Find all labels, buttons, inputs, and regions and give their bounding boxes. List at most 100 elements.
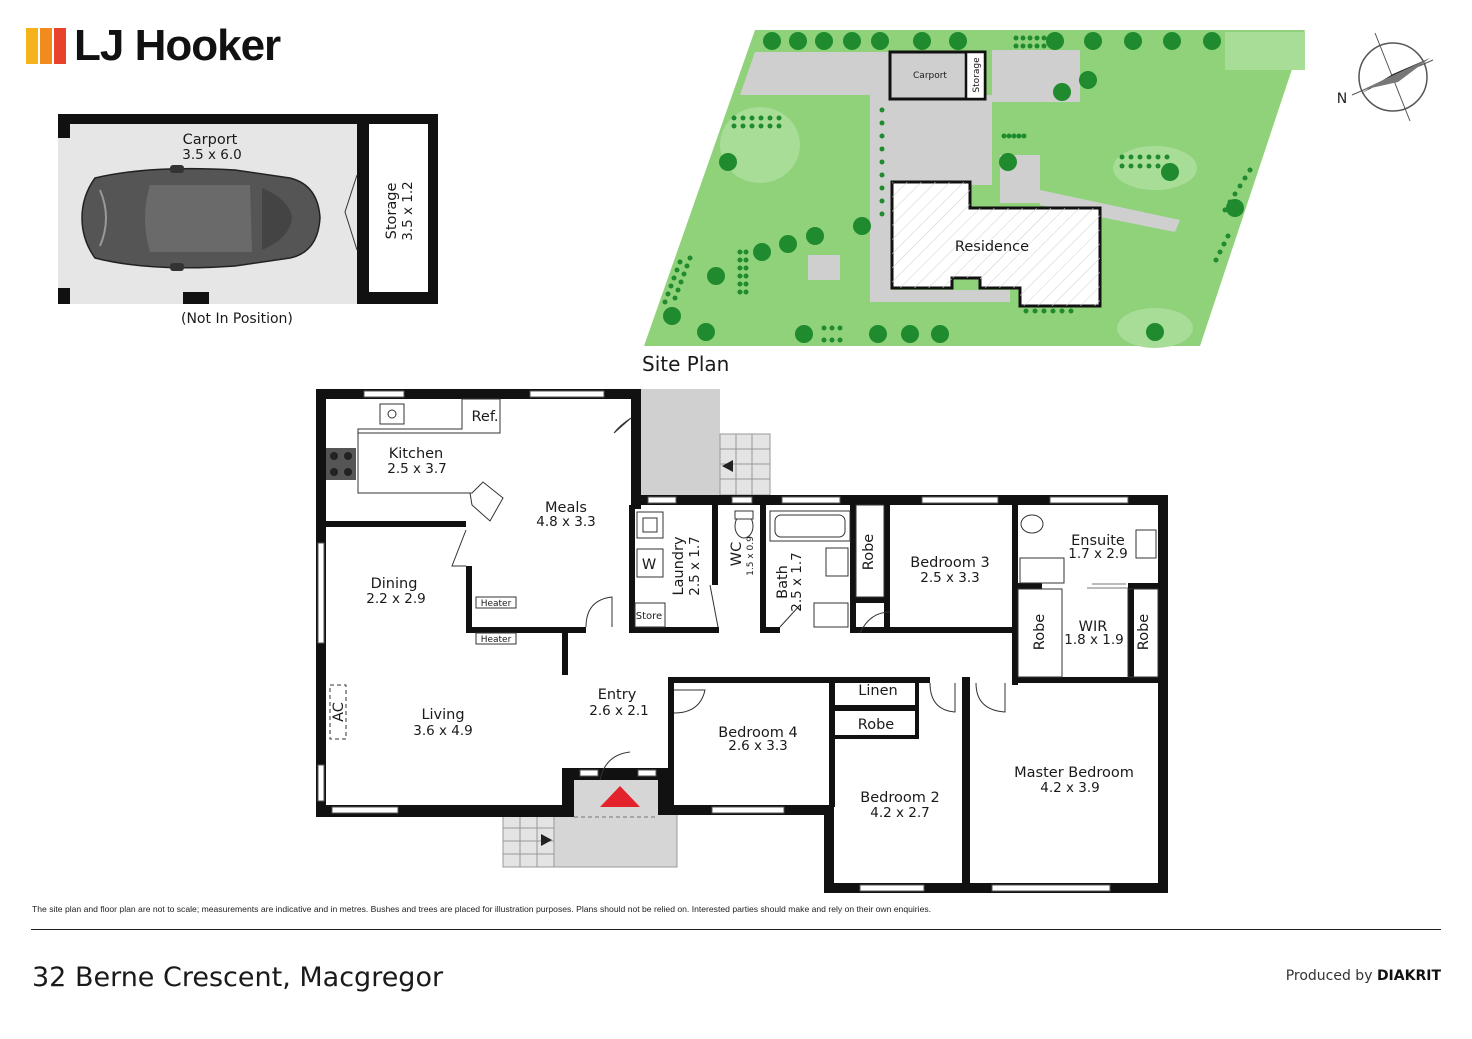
bush	[837, 337, 843, 343]
washer-label: W	[642, 557, 656, 573]
bush	[1137, 154, 1143, 160]
site-plan-title: Site Plan	[642, 352, 730, 376]
bush	[731, 123, 737, 129]
tree	[1163, 32, 1181, 50]
bush	[749, 115, 755, 121]
wc-name: WC	[729, 542, 745, 566]
bush	[1034, 35, 1040, 41]
bush	[1221, 241, 1227, 247]
bush	[1225, 233, 1231, 239]
bush	[1119, 154, 1125, 160]
bush	[749, 123, 755, 129]
bush	[675, 287, 681, 293]
bush	[743, 257, 749, 263]
bush	[1119, 163, 1125, 169]
bush	[737, 273, 743, 279]
compass-north-label: N	[1337, 91, 1347, 107]
site-plan: Carport Storage Residence	[644, 30, 1305, 348]
tree	[1203, 32, 1221, 50]
bush	[1013, 35, 1019, 41]
bush	[1164, 163, 1170, 169]
bush	[1128, 163, 1134, 169]
bush	[737, 249, 743, 255]
bush	[1050, 308, 1056, 314]
tree	[1079, 71, 1097, 89]
bush	[668, 283, 674, 289]
bush	[821, 337, 827, 343]
bush	[879, 185, 885, 191]
bush	[687, 255, 693, 261]
bush	[837, 325, 843, 331]
ensuite-name: Ensuite	[1071, 533, 1125, 549]
bush	[665, 291, 671, 297]
bush	[737, 289, 743, 295]
bush	[1032, 308, 1038, 314]
carport-plan: Carport 3.5 x 6.0 Storage 3.5 x 1.2	[58, 114, 438, 304]
tree	[1124, 32, 1142, 50]
bush	[743, 249, 749, 255]
bedroom3-name: Bedroom 3	[910, 555, 989, 571]
bush	[672, 295, 678, 301]
bush	[1013, 43, 1019, 49]
bedroom2-dim: 4.2 x 2.7	[870, 805, 930, 821]
bush	[681, 271, 687, 277]
tree	[913, 32, 931, 50]
robe-bedroom3: Robe	[861, 534, 877, 570]
compass: N	[1337, 32, 1434, 122]
kitchen-dim: 2.5 x 3.7	[387, 461, 447, 477]
bush	[740, 115, 746, 121]
tree	[1161, 163, 1179, 181]
bush	[1222, 207, 1228, 213]
bush	[879, 133, 885, 139]
entry-marker	[600, 786, 640, 807]
bush	[879, 211, 885, 217]
laundry-dim: 2.5 x 1.7	[687, 536, 703, 596]
bush	[1034, 43, 1040, 49]
bush	[1227, 199, 1233, 205]
store-label: Store	[636, 611, 662, 622]
living-dim: 3.6 x 4.9	[413, 723, 473, 739]
bedroom2-name: Bedroom 2	[860, 790, 939, 806]
linen-label: Linen	[858, 683, 897, 699]
logo-stripes	[26, 28, 66, 64]
bush	[776, 123, 782, 129]
bush	[1128, 154, 1134, 160]
bush	[662, 299, 668, 305]
bush	[776, 115, 782, 121]
tree	[853, 217, 871, 235]
tree	[999, 153, 1017, 171]
bush	[879, 120, 885, 126]
bush	[1041, 43, 1047, 49]
tree	[1084, 32, 1102, 50]
wir-name: WIR	[1079, 619, 1108, 635]
heater-label-2: Heater	[481, 635, 512, 645]
dining-dim: 2.2 x 2.9	[366, 591, 426, 607]
ensuite-dim: 1.7 x 2.9	[1068, 546, 1128, 562]
bush	[1020, 35, 1026, 41]
tree	[869, 325, 887, 343]
dining-name: Dining	[371, 576, 418, 592]
tree	[843, 32, 861, 50]
living-name: Living	[421, 707, 464, 723]
ref-label: Ref.	[471, 409, 498, 425]
bush	[1027, 35, 1033, 41]
bush	[1146, 154, 1152, 160]
meals-dim: 4.8 x 3.3	[536, 514, 596, 530]
bush	[731, 115, 737, 121]
bush	[737, 257, 743, 263]
wir-dim: 1.8 x 1.9	[1064, 632, 1124, 648]
bush	[674, 267, 680, 273]
bush	[743, 281, 749, 287]
bush	[1242, 175, 1248, 181]
bush	[1155, 154, 1161, 160]
disclaimer: The site plan and floor plan are not to …	[32, 904, 932, 914]
tree	[931, 325, 949, 343]
tree	[1053, 83, 1071, 101]
bush	[1146, 163, 1152, 169]
bush	[677, 259, 683, 265]
tree	[806, 227, 824, 245]
bush	[1027, 43, 1033, 49]
master-bedroom-name: Master Bedroom	[1014, 765, 1134, 781]
bush	[740, 123, 746, 129]
